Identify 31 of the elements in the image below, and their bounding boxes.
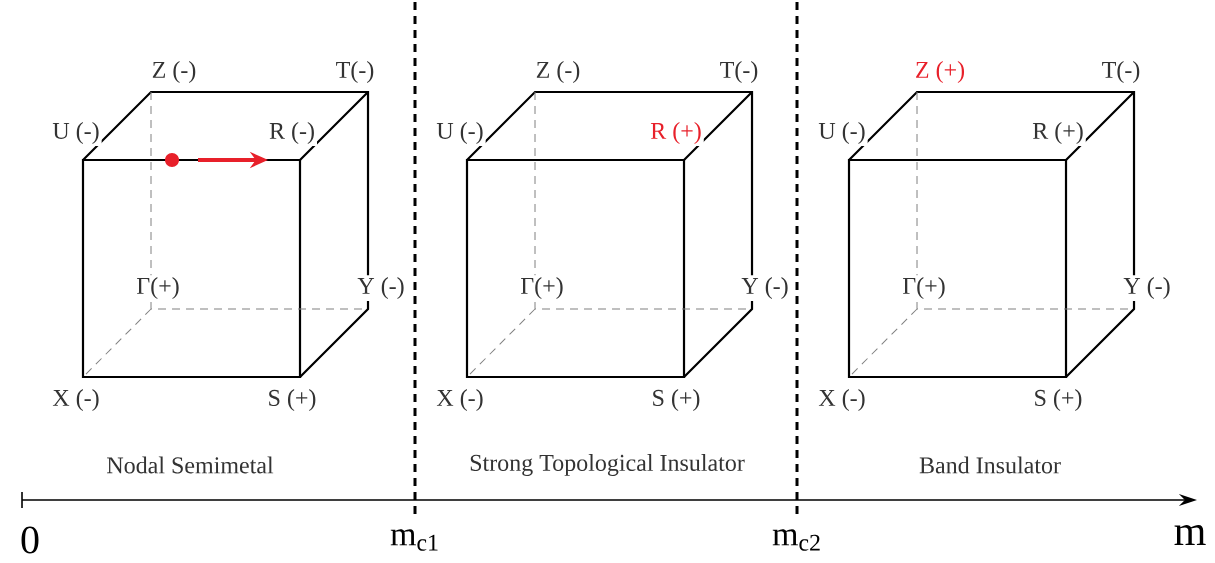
corner-label: X (-)	[50, 387, 102, 413]
phase-name: Band Insulator	[919, 456, 1061, 474]
corner-label: U (-)	[816, 120, 868, 146]
corner-label: S (+)	[649, 387, 703, 413]
corner-label: R (-)	[267, 120, 317, 146]
corner-label: R (+)	[648, 120, 704, 146]
axis-label: m	[1174, 525, 1206, 545]
corner-label: Y (-)	[355, 275, 407, 301]
corner-label: T(-)	[717, 59, 761, 85]
axis-label: 0	[21, 526, 39, 554]
phase-name: Strong Topological Insulator	[470, 454, 745, 476]
corner-label: Z (+)	[912, 59, 968, 85]
corner-label: T(-)	[1099, 59, 1143, 85]
phase-name: Nodal Semimetal	[107, 456, 274, 474]
corner-label: Γ(+)	[134, 275, 182, 301]
corner-label: Γ(+)	[900, 275, 948, 301]
corner-label: Y (-)	[739, 275, 791, 301]
corner-label: S (+)	[265, 387, 319, 413]
corner-label: T(-)	[333, 59, 377, 85]
corner-label: Z (-)	[533, 59, 583, 85]
corner-label: X (-)	[816, 387, 868, 413]
corner-label: Γ(+)	[518, 275, 566, 301]
corner-label: R (+)	[1030, 120, 1086, 146]
corner-label: X (-)	[434, 387, 486, 413]
axis-label: m$_{c1}$	[390, 529, 438, 551]
corner-label: U (-)	[434, 120, 486, 146]
corner-label: Y (-)	[1121, 275, 1173, 301]
corner-label: Z (-)	[149, 59, 199, 85]
corner-label: S (+)	[1031, 387, 1085, 413]
axis-label: m$_{c2}$	[772, 529, 820, 551]
corner-label: U (-)	[50, 120, 102, 146]
